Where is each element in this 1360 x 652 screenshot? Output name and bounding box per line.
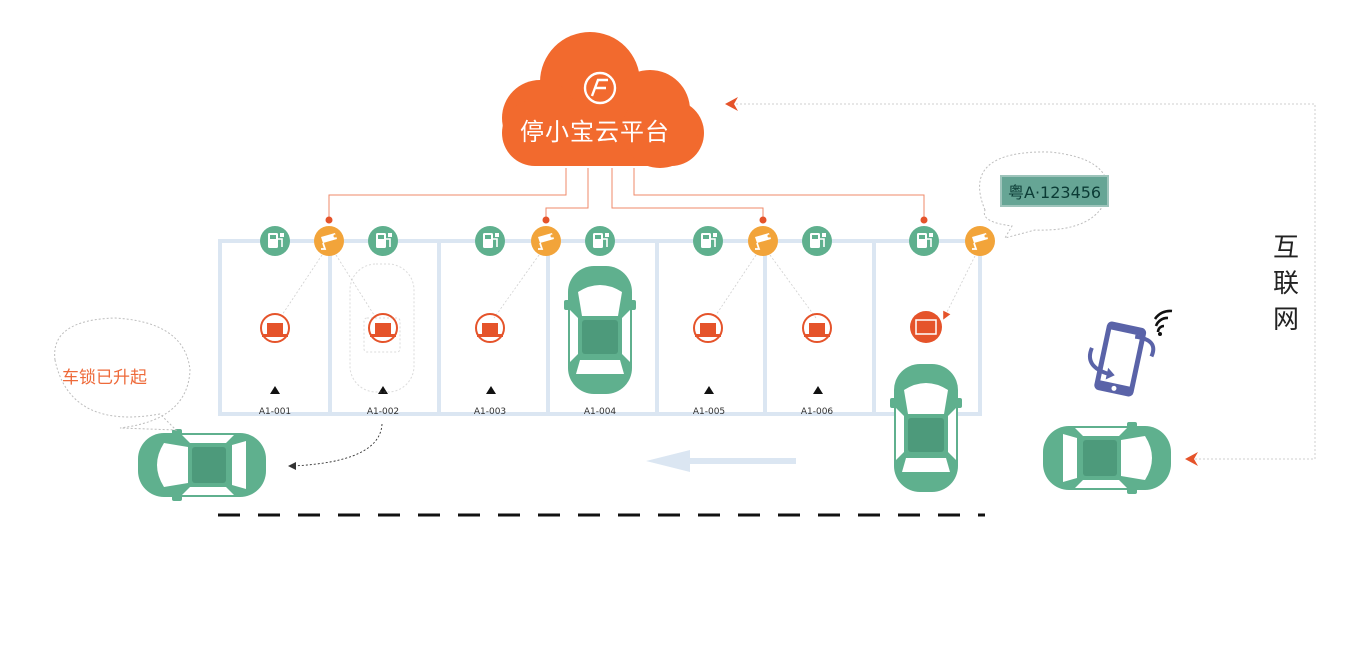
- waiting-car: [1043, 422, 1171, 494]
- exit-path: [291, 423, 383, 467]
- parked-car: [564, 266, 636, 394]
- parking-lock-icon: [260, 313, 290, 343]
- cloud-connections: [328, 168, 925, 220]
- slot-label: A1-002: [366, 407, 400, 417]
- exit-arrowhead: [288, 462, 296, 470]
- slot-label: A1-001: [258, 407, 292, 417]
- camera-icon: [313, 225, 345, 257]
- parking-lock-icon: [693, 313, 723, 343]
- camera-icon: [747, 225, 779, 257]
- parking-locks: [260, 311, 942, 343]
- license-plate: 粤A·123456: [1000, 175, 1110, 207]
- charger-icon: [584, 225, 616, 257]
- parking-lock-icon: [802, 313, 832, 343]
- lane-arrow: [646, 450, 796, 472]
- camera-sightlines: [279, 254, 817, 319]
- internet-arrowhead-top: [725, 97, 738, 111]
- cloud-title: 停小宝云平台: [520, 118, 670, 146]
- charger-icon: [801, 225, 833, 257]
- slot-label: A1-005: [692, 407, 726, 417]
- lock-status-message: 车锁已升起: [62, 368, 147, 388]
- charger-icon: [367, 225, 399, 257]
- slot-markers: [270, 386, 823, 394]
- slot-label: A1-003: [473, 407, 507, 417]
- phone-icon: [1087, 321, 1156, 397]
- internet-label: 互联网: [1273, 233, 1300, 335]
- internet-arrowhead-bottom: [1185, 452, 1198, 466]
- entering-car: [890, 364, 962, 492]
- internet-link: [735, 103, 1316, 460]
- wifi-icon: [1153, 309, 1173, 336]
- cloud-platform: [502, 32, 704, 168]
- cloud-logo-icon: [583, 71, 617, 105]
- slot-label: A1-004: [583, 407, 617, 417]
- charger-icon: [474, 225, 506, 257]
- connection-dots: [325, 216, 928, 224]
- charger-icon: [908, 225, 940, 257]
- leaving-car: [138, 429, 266, 501]
- camera-icon: [530, 225, 562, 257]
- parking-lock-icon: [475, 313, 505, 343]
- camera-plate-capture: [943, 255, 976, 320]
- charger-icon: [259, 225, 291, 257]
- ghost-car: [349, 263, 415, 393]
- slot-label: A1-006: [800, 407, 834, 417]
- lock-bubble: [54, 317, 191, 431]
- charger-icon: [692, 225, 724, 257]
- parking-lock-raised-icon: [910, 311, 942, 343]
- camera-icon: [964, 225, 996, 257]
